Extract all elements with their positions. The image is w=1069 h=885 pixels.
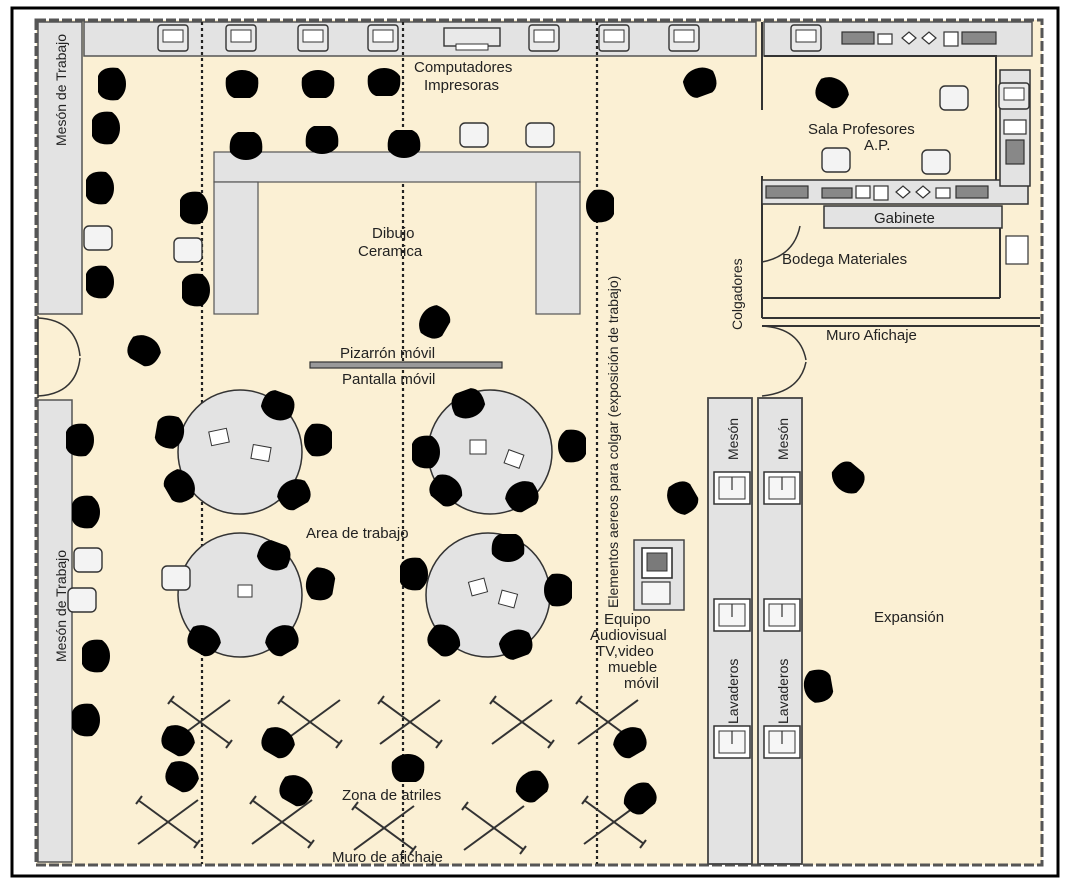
label-elementos: Elementos aereos para colgar (exposición… bbox=[605, 276, 621, 608]
left-counter-top bbox=[37, 21, 83, 315]
chair-icon bbox=[67, 587, 97, 613]
label-zona-atriles: Zona de atriles bbox=[342, 787, 441, 804]
computer-monitor-icon bbox=[297, 24, 329, 52]
person-icon bbox=[301, 70, 335, 98]
person-icon bbox=[305, 126, 339, 154]
chair-icon bbox=[821, 147, 851, 173]
computer-monitor-icon bbox=[367, 24, 399, 52]
label-lavaderos-b: Lavaderos bbox=[775, 659, 791, 724]
left-counter-bottom bbox=[37, 399, 73, 863]
labels: Computadores Impresoras Sala Profesores … bbox=[53, 34, 944, 866]
person-icon bbox=[180, 191, 208, 225]
tv-icon bbox=[641, 547, 673, 579]
label-equipo: Equipo bbox=[604, 611, 651, 628]
person-icon bbox=[229, 132, 263, 160]
label-dibujo: Dibujo bbox=[372, 225, 415, 242]
person-icon bbox=[86, 171, 114, 205]
person-icon bbox=[558, 429, 586, 463]
label-computadores: Computadores bbox=[414, 59, 512, 76]
video-player bbox=[641, 581, 671, 605]
label-ceramica: Ceramica bbox=[358, 243, 423, 260]
person-icon bbox=[304, 423, 332, 457]
sink-icon bbox=[763, 471, 801, 505]
computer-monitor-icon bbox=[790, 24, 822, 52]
gabinete-box bbox=[823, 205, 1003, 229]
chair-icon bbox=[161, 565, 191, 591]
table-papers bbox=[208, 427, 525, 609]
computer-monitor-icon bbox=[225, 24, 257, 52]
left-door-icon bbox=[37, 316, 81, 398]
computer-monitor-icon bbox=[157, 24, 189, 52]
sink-icon bbox=[713, 471, 751, 505]
label-muro-afichaje-right: Muro Afichaje bbox=[826, 327, 917, 344]
chair-icon bbox=[921, 149, 951, 175]
chair-icon bbox=[939, 85, 969, 111]
person-icon bbox=[72, 703, 100, 737]
bodega-door-icon bbox=[761, 225, 801, 263]
person-icon bbox=[391, 754, 425, 782]
person-icon bbox=[225, 70, 259, 98]
chair-icon bbox=[73, 547, 103, 573]
label-meson-trabajo-top: Mesón de Trabajo bbox=[53, 34, 69, 146]
person-icon bbox=[544, 573, 572, 607]
computer-monitor-icon bbox=[598, 24, 630, 52]
label-gabinete: Gabinete bbox=[874, 210, 935, 227]
computer-monitor-icon bbox=[528, 24, 560, 52]
label-bodega: Bodega Materiales bbox=[782, 251, 907, 268]
label-ap: A.P. bbox=[864, 137, 890, 154]
label-impresoras: Impresoras bbox=[424, 77, 499, 94]
person-icon bbox=[367, 68, 401, 96]
label-expansion: Expansión bbox=[874, 609, 944, 626]
person-icon bbox=[491, 534, 525, 562]
printer-icon bbox=[443, 27, 501, 51]
person-icon bbox=[86, 265, 114, 299]
sink-icon bbox=[763, 725, 801, 759]
label-area-trabajo: Area de trabajo bbox=[306, 525, 409, 542]
person-icon bbox=[387, 130, 421, 158]
person-icon bbox=[82, 639, 110, 673]
computer-monitor-icon bbox=[998, 82, 1030, 110]
dibujo-counter-left bbox=[213, 181, 259, 315]
label-tv-video: TV,video bbox=[596, 643, 654, 660]
top-counter bbox=[83, 21, 757, 57]
chair-icon bbox=[525, 122, 555, 148]
dibujo-counter-right bbox=[535, 181, 581, 315]
label-meson-trabajo-bottom: Mesón de Trabajo bbox=[53, 550, 69, 662]
person-icon bbox=[72, 495, 100, 529]
pizarron-board bbox=[309, 361, 503, 369]
label-movil: móvil bbox=[624, 675, 659, 692]
sala-profesores-room bbox=[761, 22, 1040, 327]
label-pantalla: Pantalla móvil bbox=[342, 371, 435, 388]
label-muro-afichaje-bottom: Muro de afichaje bbox=[332, 849, 443, 866]
chair-icon bbox=[83, 225, 113, 251]
label-sala-profesores: Sala Profesores bbox=[808, 121, 915, 138]
chair-icon bbox=[459, 122, 489, 148]
person-icon bbox=[92, 111, 120, 145]
label-audiovisual: Audiovisual bbox=[590, 627, 667, 644]
label-lavaderos-a: Lavaderos bbox=[725, 659, 741, 724]
label-meson-b: Mesón bbox=[775, 418, 791, 460]
equipment-strip bbox=[765, 31, 1027, 201]
person-icon bbox=[66, 423, 94, 457]
right-door-icon bbox=[761, 325, 807, 397]
person-icon bbox=[400, 557, 428, 591]
computer-monitor-icon bbox=[668, 24, 700, 52]
sink-icon bbox=[713, 725, 751, 759]
dibujo-counter-top bbox=[213, 151, 581, 183]
bodega-small-box bbox=[1005, 235, 1029, 265]
sink-icon bbox=[713, 598, 751, 632]
chair-icon bbox=[173, 237, 203, 263]
person-icon bbox=[182, 273, 210, 307]
label-pizarron: Pizarrón móvil bbox=[340, 345, 435, 362]
label-colgadores: Colgadores bbox=[729, 258, 745, 330]
label-meson-a: Mesón bbox=[725, 418, 741, 460]
sink-icon bbox=[763, 598, 801, 632]
person-icon bbox=[98, 67, 126, 101]
label-mueble: mueble bbox=[608, 659, 657, 676]
person-icon bbox=[586, 189, 614, 223]
round-table-icon bbox=[177, 389, 303, 515]
person-icon bbox=[412, 435, 440, 469]
